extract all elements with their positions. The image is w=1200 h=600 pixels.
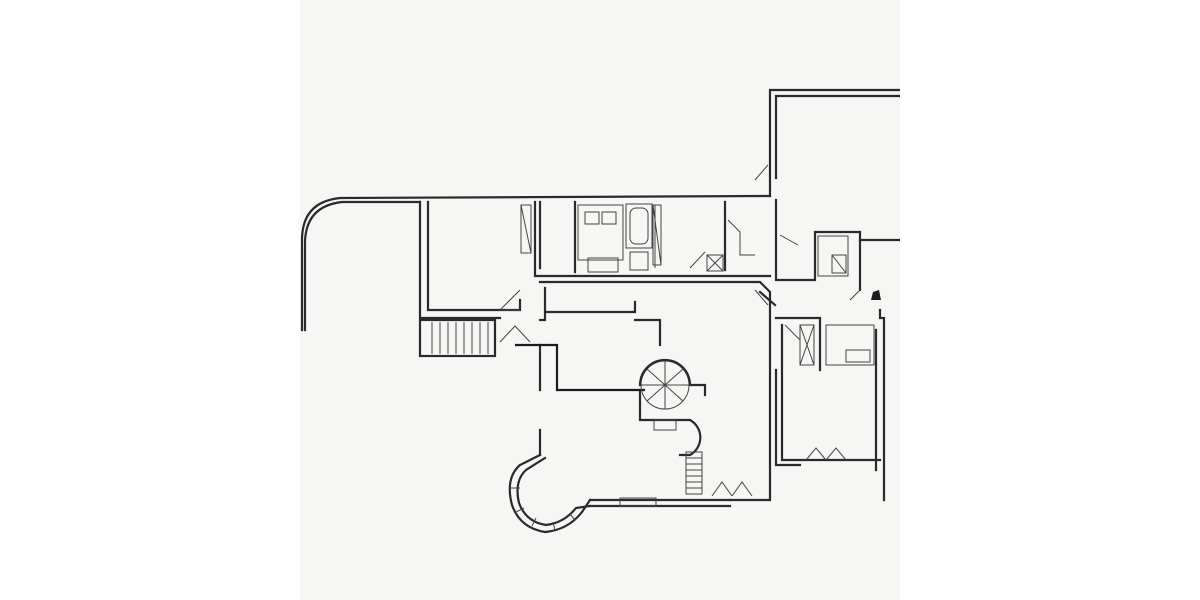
north-arrow-icon (871, 290, 881, 300)
service-rooms (533, 200, 772, 278)
toilet-icon (584, 211, 600, 225)
double-door (805, 447, 847, 461)
west-room (418, 200, 532, 320)
shower-icon (817, 235, 849, 277)
dividing-line (515, 343, 645, 392)
bathroom (577, 204, 624, 261)
spiral-stair (638, 358, 707, 457)
double-door (711, 481, 753, 497)
south-east-wing (774, 308, 886, 502)
door-swing (689, 251, 706, 269)
door-swing (727, 219, 755, 256)
bathtub-icon (625, 203, 653, 249)
stair-west (418, 318, 531, 358)
door-swing (499, 325, 531, 343)
bay-window-room (508, 428, 732, 534)
stair-south (685, 451, 753, 497)
north-east-wing (754, 88, 900, 301)
north-wall (300, 194, 772, 332)
door-swing (499, 289, 521, 311)
floor-plan (300, 88, 900, 534)
wardrobe-door (520, 204, 532, 254)
drawing-sheet (300, 0, 900, 600)
central-hall (515, 280, 777, 502)
basin-icon (845, 349, 871, 363)
vanity-icon (587, 257, 619, 273)
bidet-icon (601, 211, 617, 225)
door-swing (754, 164, 769, 181)
